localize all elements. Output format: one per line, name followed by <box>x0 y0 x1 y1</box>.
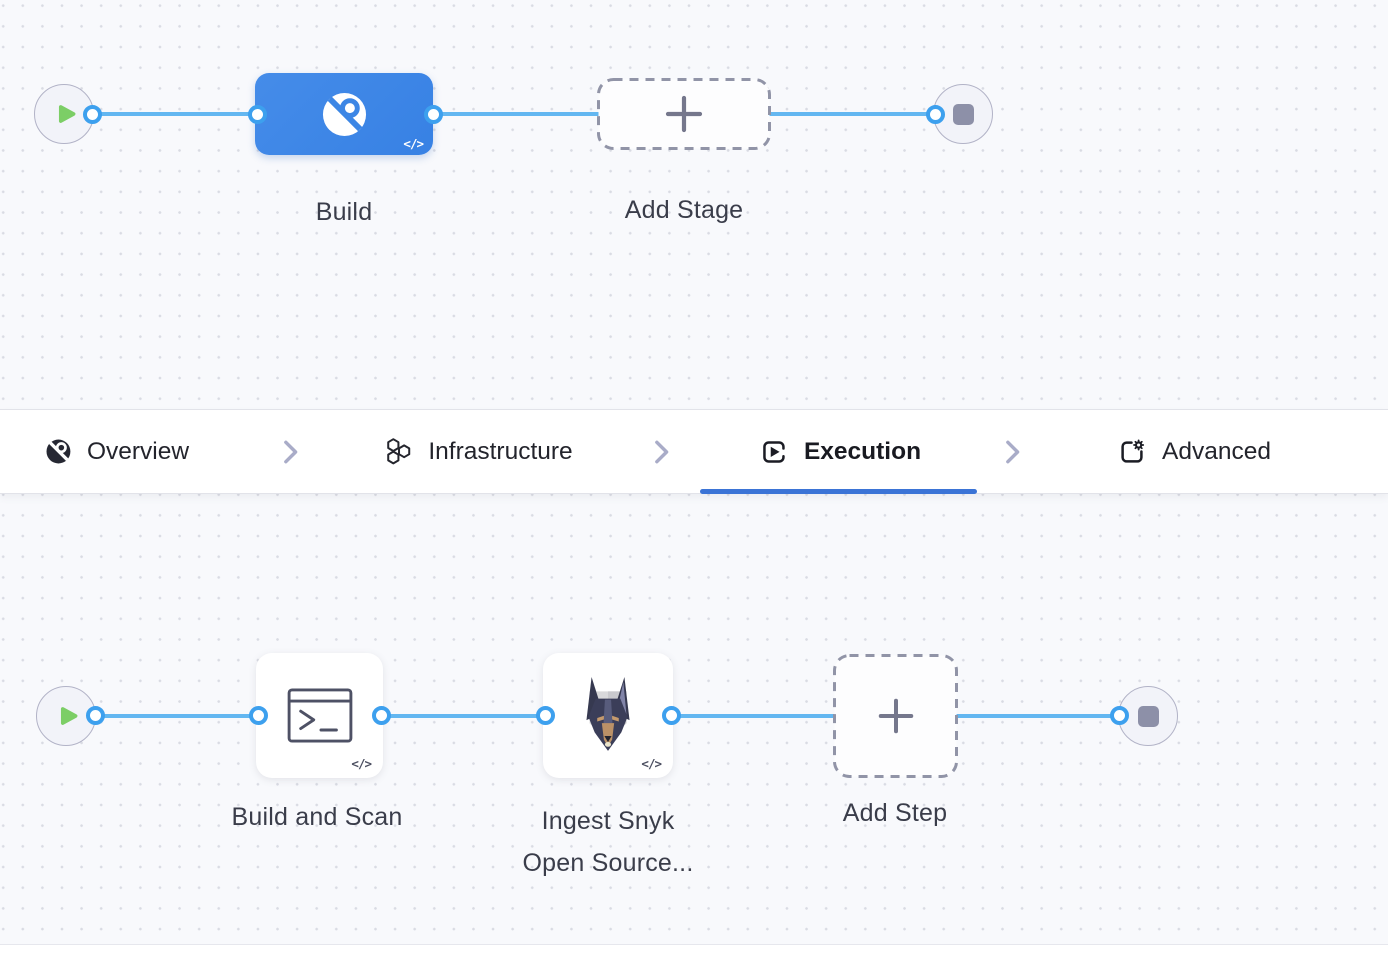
edge-connector[interactable] <box>536 706 555 725</box>
plus-icon <box>878 698 913 734</box>
pipeline-edge <box>90 112 260 116</box>
add-stage-label: Add Stage <box>624 196 744 224</box>
plus-icon <box>665 95 703 133</box>
stage-pipeline-canvas: </> Build Add Stage <box>0 0 1388 409</box>
add-step-button[interactable] <box>833 654 958 778</box>
pipeline-edge <box>768 112 938 116</box>
tab-label: Infrastructure <box>428 437 573 465</box>
edge-connector[interactable] <box>83 105 102 124</box>
play-icon <box>58 105 75 123</box>
hexagons-icon <box>383 437 413 467</box>
ci-build-icon <box>322 92 366 136</box>
stage-node-build[interactable]: </> <box>255 73 433 155</box>
pipeline-edge <box>955 714 1123 718</box>
tab-label: Overview <box>86 437 190 465</box>
play-icon <box>60 707 77 725</box>
panel-gear-icon <box>1117 437 1147 467</box>
step-node-build-and-scan[interactable]: </> <box>256 653 383 778</box>
add-step-label: Add Step <box>842 799 948 827</box>
ci-circle-icon <box>45 438 72 465</box>
edge-connector[interactable] <box>248 105 267 124</box>
tab-advanced[interactable]: Advanced <box>1117 410 1271 493</box>
step-label-line2: Open Source... <box>522 849 694 877</box>
code-badge: </> <box>403 136 424 151</box>
pipeline-edge <box>378 714 548 718</box>
chevron-right-icon <box>1005 439 1021 470</box>
pipeline-edge <box>668 714 838 718</box>
tab-execution[interactable]: Execution <box>759 410 921 493</box>
step-node-ingest-snyk[interactable]: </> <box>543 653 673 778</box>
play-square-icon <box>759 437 789 467</box>
step-label-line1: Ingest Snyk <box>541 807 675 835</box>
edge-connector[interactable] <box>662 706 681 725</box>
code-badge: </> <box>351 756 372 771</box>
stop-icon <box>1137 705 1159 727</box>
pipeline-edge <box>430 112 600 116</box>
edge-connector[interactable] <box>372 706 391 725</box>
tab-label: Advanced <box>1162 437 1271 465</box>
tab-overview[interactable]: Overview <box>45 410 189 493</box>
step-label: Build and Scan <box>231 803 403 831</box>
pipeline-edge <box>93 714 260 718</box>
tab-infrastructure[interactable]: Infrastructure <box>383 410 573 493</box>
tab-label: Execution <box>803 437 922 465</box>
edge-connector[interactable] <box>86 706 105 725</box>
step-label: Ingest Snyk Open Source... <box>458 800 758 884</box>
terminal-icon <box>287 687 352 743</box>
canvas-footer <box>0 944 1388 954</box>
chevron-right-icon <box>283 439 299 470</box>
active-tab-indicator <box>700 489 977 494</box>
snyk-doberman-icon <box>586 676 630 751</box>
stop-icon <box>952 103 974 125</box>
stage-label: Build <box>315 198 373 226</box>
edge-connector[interactable] <box>926 105 945 124</box>
edge-connector[interactable] <box>249 706 268 725</box>
code-badge: </> <box>641 756 662 771</box>
edge-connector[interactable] <box>1110 706 1129 725</box>
add-stage-button[interactable] <box>597 78 771 150</box>
chevron-right-icon <box>654 439 670 470</box>
edge-connector[interactable] <box>424 105 443 124</box>
stage-tab-bar: Overview Infrastructure <box>0 409 1388 494</box>
execution-steps-canvas: </> </> <box>0 494 1388 954</box>
